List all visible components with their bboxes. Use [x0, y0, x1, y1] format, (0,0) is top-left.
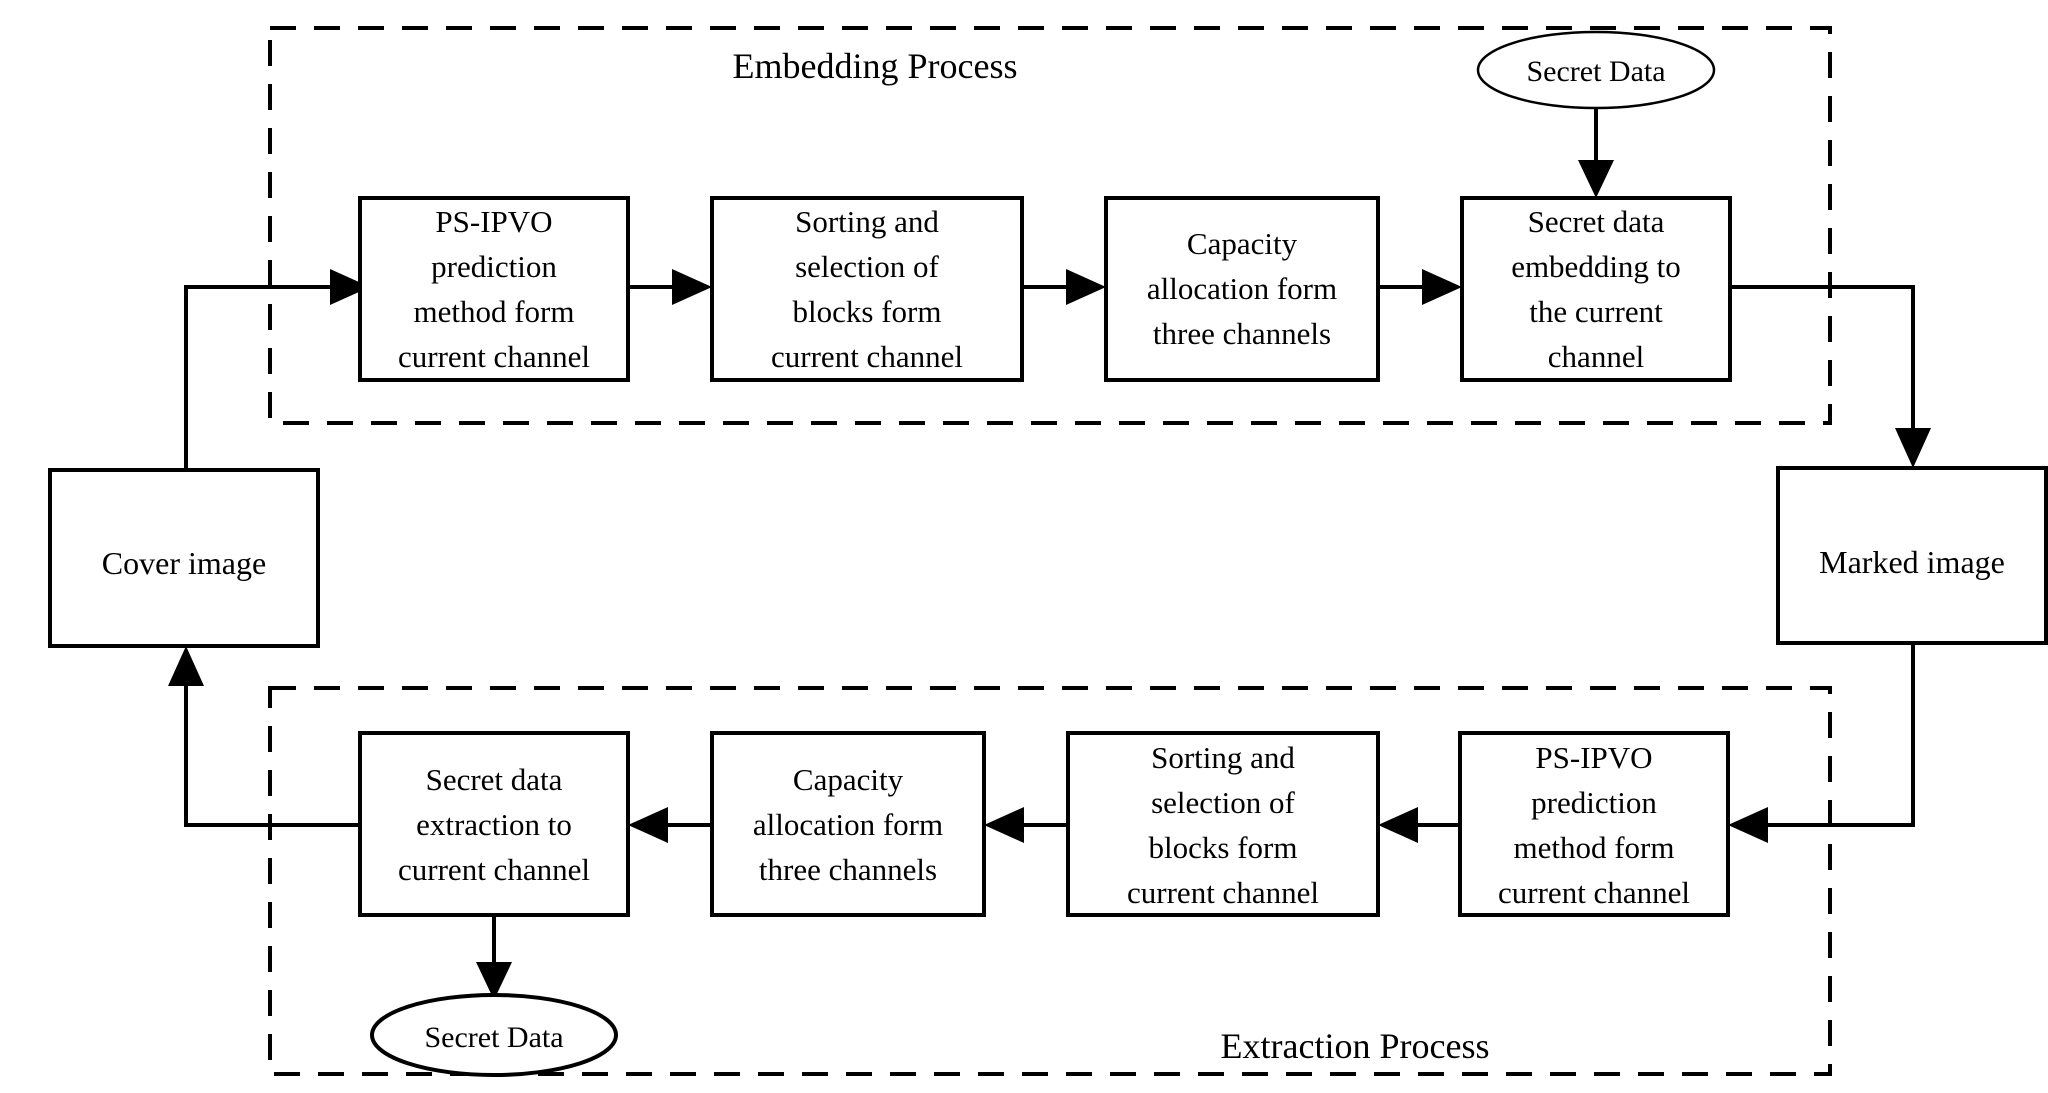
- embed-box-capacity-allocation[interactable]: [1104, 196, 1380, 382]
- arrowhead-cover-to-embed: [330, 269, 370, 305]
- extract-box-secret-data-extraction[interactable]: [358, 731, 630, 917]
- embed-box-4-line-4: channel: [1548, 339, 1644, 374]
- extract-box-3-line-2: selection of: [1151, 785, 1295, 820]
- embed-box-3-line-2: allocation form: [1147, 271, 1337, 306]
- embedding-process-title: Embedding Process: [733, 46, 1018, 86]
- arrowhead-extract-4-to-3: [1378, 807, 1418, 843]
- embed-box-2-line-3: blocks form: [793, 294, 942, 329]
- embed-box-1-line-2: prediction: [431, 249, 557, 284]
- arrowhead-embed-1-to-2: [672, 269, 712, 305]
- secret-data-output-label: Secret Data: [424, 1021, 563, 1054]
- embed-box-sorting-selection[interactable]: [710, 196, 1024, 382]
- secret-data-input-label: Secret Data: [1526, 55, 1665, 88]
- secret-data-output-ellipse[interactable]: [370, 993, 618, 1077]
- embed-box-2-line-1: Sorting and: [795, 204, 939, 239]
- embedding-process-frame: [268, 26, 1832, 425]
- extract-box-2-line-1: Capacity: [793, 762, 904, 797]
- embed-box-ps-ipvo-prediction[interactable]: [358, 196, 630, 382]
- marked-image-label: Marked image: [1819, 544, 2005, 580]
- embed-box-3-line-3: three channels: [1153, 316, 1331, 351]
- arrowhead-extract-3-to-2: [984, 807, 1024, 843]
- extract-box-capacity-allocation[interactable]: [710, 731, 986, 917]
- arrowhead-extract-to-cover: [168, 646, 204, 686]
- connector-marked-to-extract: [1768, 643, 1915, 827]
- extract-box-sorting-selection[interactable]: [1066, 731, 1380, 917]
- embed-box-4-line-2: embedding to: [1511, 249, 1681, 284]
- extract-box-ps-ipvo-prediction[interactable]: [1458, 731, 1730, 917]
- extract-box-1-line-2: extraction to: [416, 807, 572, 842]
- embed-box-2-line-2: selection of: [795, 249, 939, 284]
- arrowhead-embed-3-to-4: [1422, 269, 1462, 305]
- extract-box-4-line-1: PS-IPVO: [1535, 740, 1652, 775]
- arrowhead-extract-2-to-1: [628, 807, 668, 843]
- arrowhead-marked-to-extract: [1728, 807, 1768, 843]
- extract-box-3-line-1: Sorting and: [1151, 740, 1295, 775]
- arrowhead-extract-to-secret: [476, 962, 512, 1000]
- extract-box-3-line-4: current channel: [1127, 875, 1319, 910]
- embed-box-2-line-4: current channel: [771, 339, 963, 374]
- extraction-process-frame: [268, 686, 1832, 1076]
- embed-box-1-line-4: current channel: [398, 339, 590, 374]
- cover-image-label: Cover image: [102, 545, 266, 581]
- extract-box-4-line-4: current channel: [1498, 875, 1690, 910]
- connector-embed-to-marked: [1730, 285, 1915, 428]
- arrowhead-secret-to-embed-4: [1578, 160, 1614, 198]
- extract-box-1-line-3: current channel: [398, 852, 590, 887]
- arrowhead-embed-2-to-3: [1066, 269, 1106, 305]
- embed-box-1-line-1: PS-IPVO: [435, 204, 552, 239]
- extraction-process-title: Extraction Process: [1221, 1026, 1490, 1066]
- extract-box-2-line-2: allocation form: [753, 807, 943, 842]
- embed-box-1-line-3: method form: [414, 294, 575, 329]
- connector-extract-to-cover: [184, 686, 360, 827]
- connector-cover-to-embed: [184, 285, 330, 470]
- embed-box-4-line-1: Secret data: [1528, 204, 1665, 239]
- extract-box-4-line-3: method form: [1514, 830, 1675, 865]
- extract-box-4-line-2: prediction: [1531, 785, 1657, 820]
- embed-box-4-line-3: the current: [1529, 294, 1663, 329]
- extract-box-2-line-3: three channels: [759, 852, 937, 887]
- extract-box-3-line-3: blocks form: [1149, 830, 1298, 865]
- embed-box-3-line-1: Capacity: [1187, 226, 1298, 261]
- cover-image-box[interactable]: [48, 468, 320, 648]
- arrowhead-embed-to-marked: [1895, 428, 1931, 468]
- extract-box-1-line-1: Secret data: [426, 762, 563, 797]
